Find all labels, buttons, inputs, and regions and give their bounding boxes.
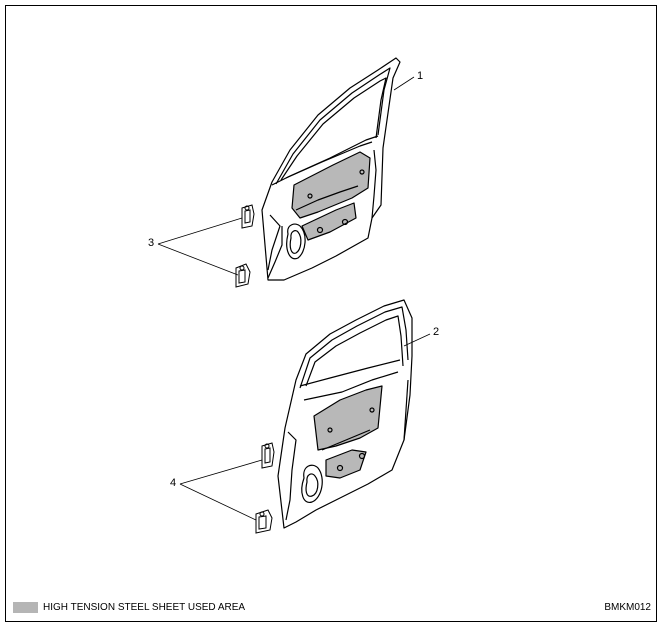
legend-text: HIGH TENSION STEEL SHEET USED AREA bbox=[43, 602, 246, 613]
figure-frame bbox=[5, 5, 657, 622]
rear-hinge-upper bbox=[261, 442, 275, 469]
front-door bbox=[261, 57, 401, 281]
rear-hinge-lower bbox=[255, 509, 273, 534]
figure-code: BMKM012 bbox=[604, 602, 651, 613]
front-hinge-upper bbox=[241, 204, 255, 229]
callout-1: 1 bbox=[417, 70, 424, 82]
callout-4: 4 bbox=[170, 477, 177, 489]
callout-2: 2 bbox=[433, 326, 440, 338]
legend: HIGH TENSION STEEL SHEET USED AREA bbox=[13, 602, 245, 613]
rear-door bbox=[277, 299, 413, 529]
leader-lines bbox=[157, 76, 431, 521]
front-hinge-lower bbox=[235, 263, 251, 288]
legend-swatch bbox=[13, 602, 38, 613]
callout-3: 3 bbox=[148, 237, 155, 249]
